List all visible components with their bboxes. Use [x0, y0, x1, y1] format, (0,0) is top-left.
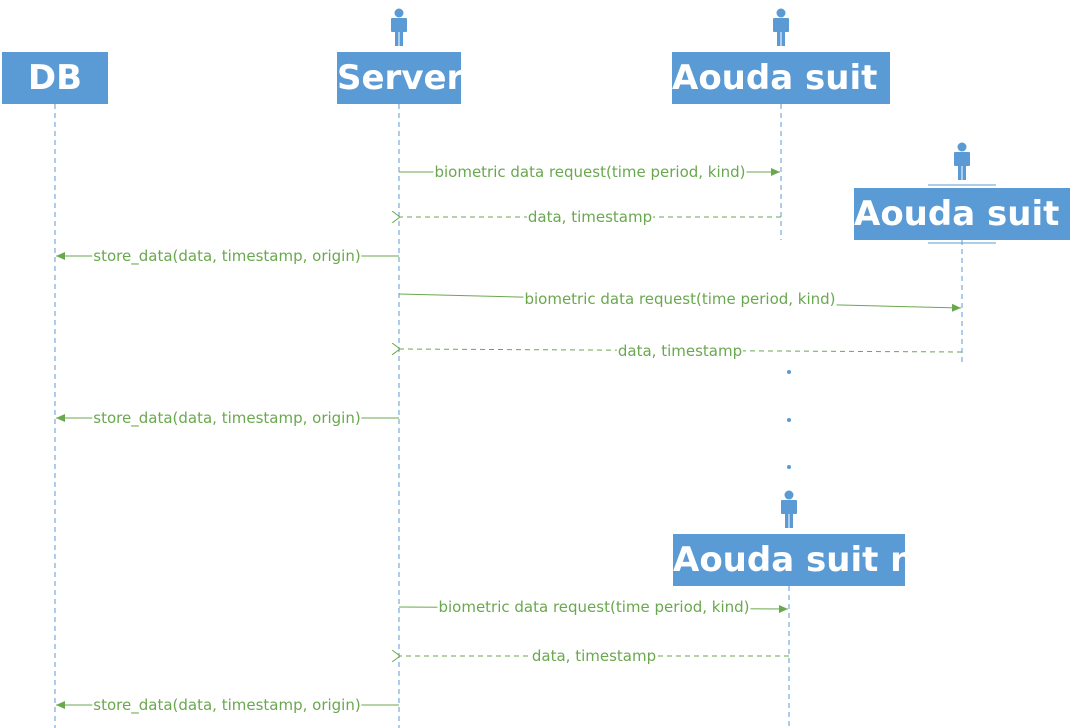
message-label-return-2: data, timestamp	[616, 342, 744, 360]
message-label-return-n: data, timestamp	[530, 647, 658, 665]
participant-suit1: Aouda suit 1	[672, 52, 913, 104]
actor-icon	[781, 490, 797, 528]
message-label-request-n: biometric data request(time period, kind…	[437, 598, 751, 616]
message-label-return-1: data, timestamp	[526, 208, 654, 226]
ellipsis-dot	[787, 418, 791, 422]
participant-suit2: Aouda suit 2	[854, 188, 1087, 240]
actor-icon	[954, 142, 970, 180]
message-label-store-1: store_data(data, timestamp, origin)	[92, 247, 362, 265]
actor-icon	[391, 8, 407, 46]
participant-server: Server	[337, 52, 463, 104]
message-label-store-n: store_data(data, timestamp, origin)	[92, 696, 362, 714]
ellipsis-dot	[787, 465, 791, 469]
participant-suitn: Aouda suit n	[673, 534, 914, 586]
ellipsis-dot	[787, 370, 791, 374]
message-label-request-2: biometric data request(time period, kind…	[523, 290, 837, 308]
message-label-store-2: store_data(data, timestamp, origin)	[92, 409, 362, 427]
message-label-request-1: biometric data request(time period, kind…	[433, 163, 747, 181]
actor-icon	[773, 8, 789, 46]
participant-db: DB	[2, 52, 108, 104]
